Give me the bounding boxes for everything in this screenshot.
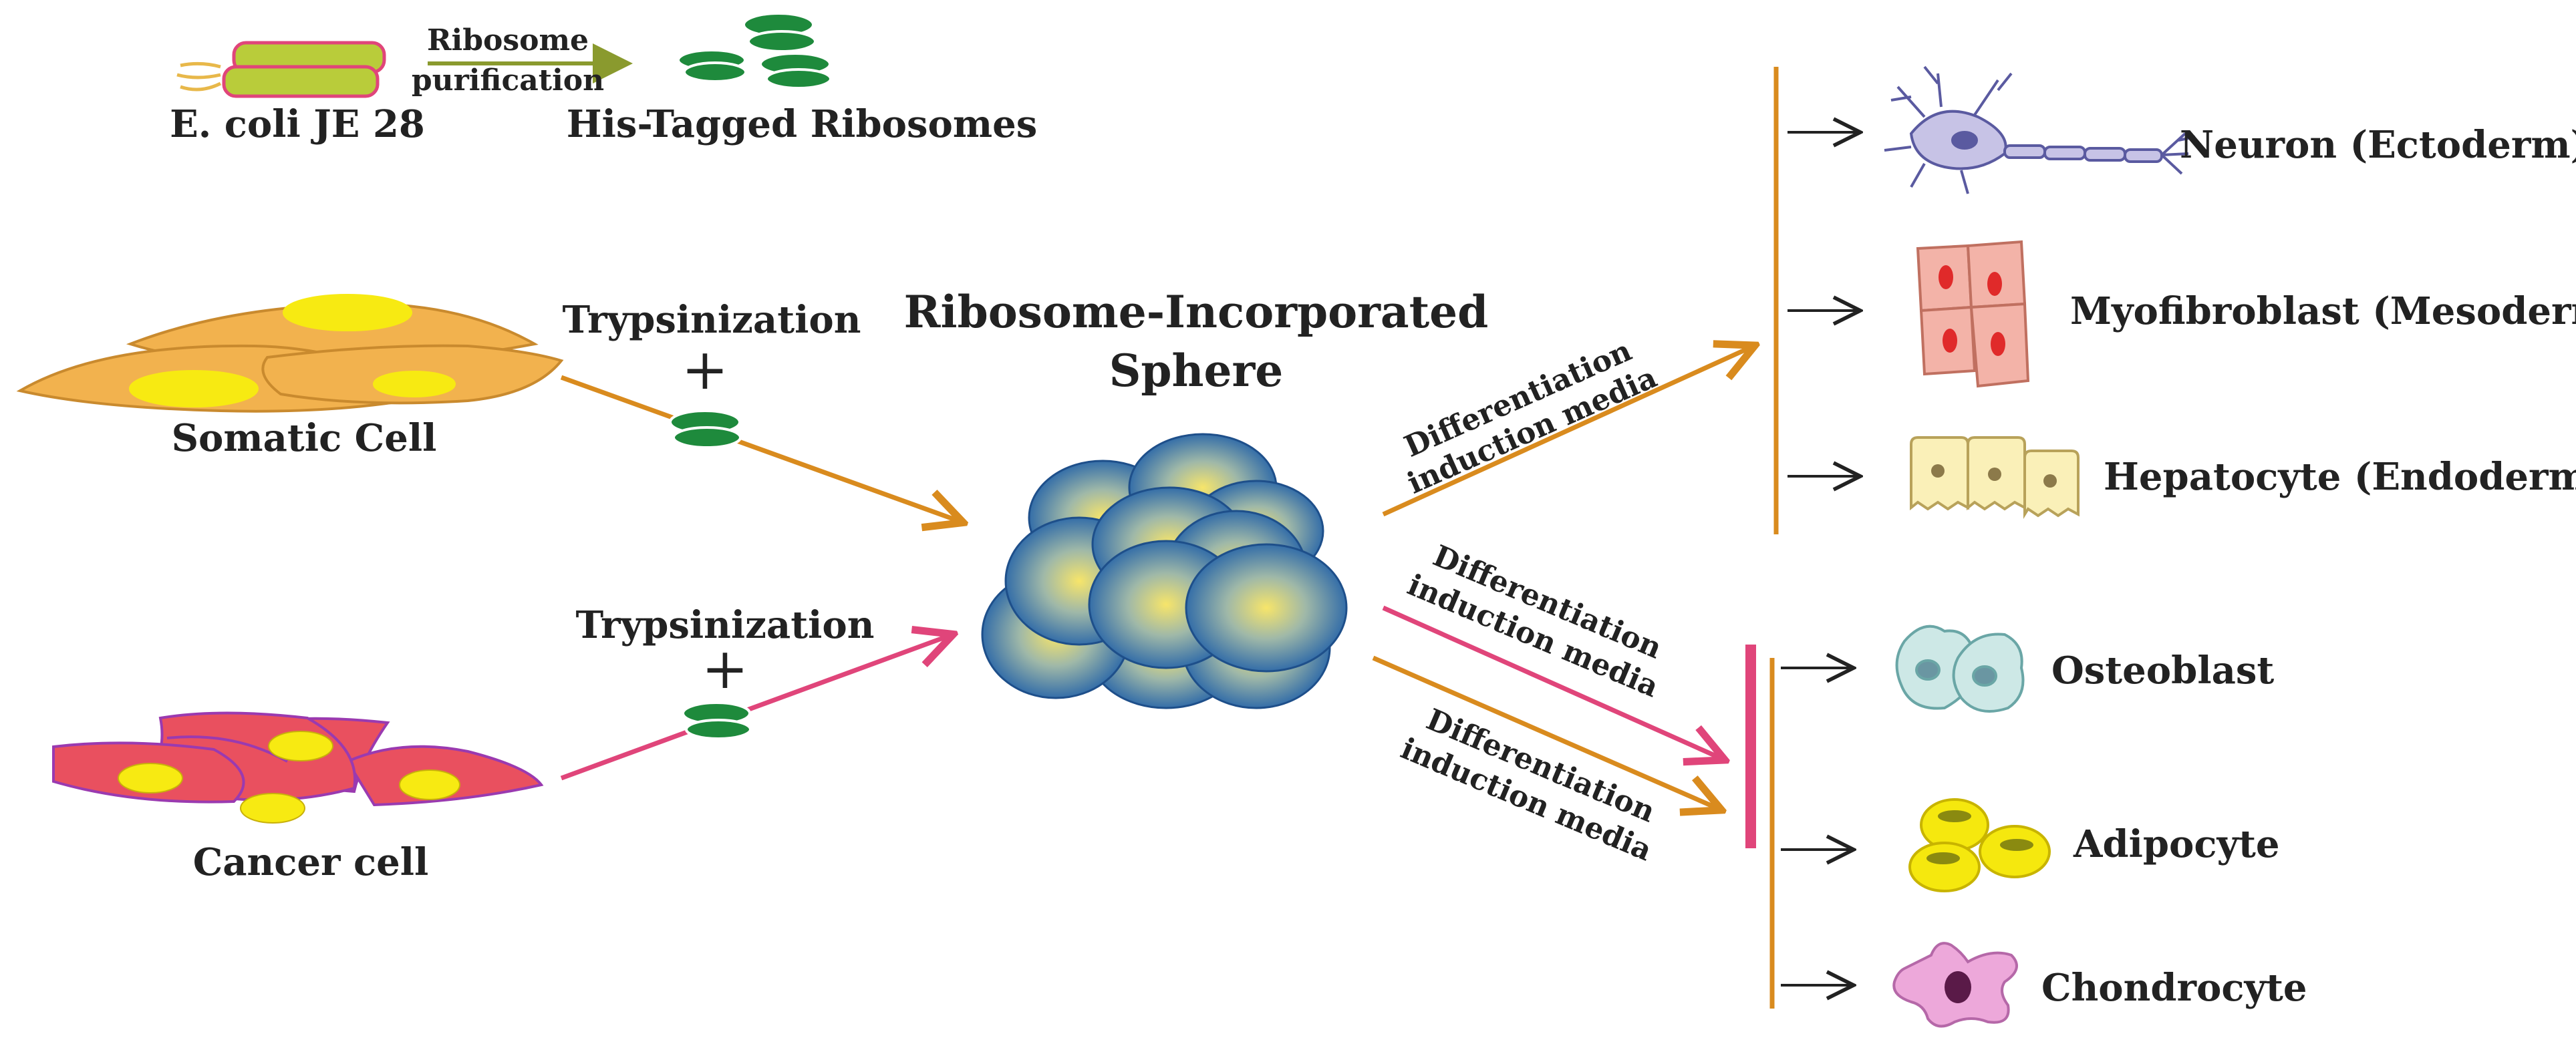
sphere-title-line2: Sphere xyxy=(1109,345,1284,397)
purification-label-line2: purification xyxy=(412,63,604,98)
plus-somatic: + xyxy=(682,337,728,402)
ecoli-label: E. coli JE 28 xyxy=(170,102,425,146)
ribosome-incorporated-sphere-icon xyxy=(981,433,1348,709)
purification-label-line1: Ribosome xyxy=(427,23,589,57)
diff-arrow-mesenchymal-cancer xyxy=(1382,605,1721,758)
trypsinization-somatic-label: Trypsinization xyxy=(563,298,861,342)
adipocyte-icon xyxy=(1908,798,2051,892)
his-tagged-ribosomes-icon xyxy=(677,12,832,90)
diff-arrow-mesenchymal-somatic xyxy=(1372,655,1717,808)
osteoblast-label: Osteoblast xyxy=(2051,649,2274,693)
somatic-cell-label: Somatic Cell xyxy=(172,416,437,460)
plus-cancer: + xyxy=(702,636,748,701)
somatic-to-sphere-arrow xyxy=(560,375,959,521)
ribosome-icon-cancer xyxy=(682,701,752,740)
chondrocyte-label: Chondrocyte xyxy=(2041,966,2307,1010)
neuron-label: Neuron (Ectoderm) xyxy=(2180,123,2576,167)
cancer-cell-icon xyxy=(52,711,544,824)
trypsinization-cancer-label: Trypsinization xyxy=(576,603,875,647)
myofibroblast-icon xyxy=(1916,240,2030,388)
osteoblast-icon xyxy=(1895,625,2025,713)
adipocyte-label: Adipocyte xyxy=(2073,822,2280,866)
sphere-title-line1: Ribosome-Incorporated xyxy=(904,286,1489,338)
somatic-cell-icon xyxy=(16,294,564,413)
neuron-icon xyxy=(1884,65,2196,194)
cancer-cell-label: Cancer cell xyxy=(193,840,429,884)
diff-arrow-germ-layers xyxy=(1382,347,1751,517)
ecoli-icon xyxy=(176,41,386,98)
chondrocyte-icon xyxy=(1892,942,2018,1028)
myofibroblast-label: Myofibroblast (Mesoderm) xyxy=(2070,289,2576,333)
cancer-to-sphere-arrow xyxy=(560,636,949,781)
hepatocyte-label: Hepatocyte (Endoderm) xyxy=(2104,455,2576,499)
his-tagged-label: His-Tagged Ribosomes xyxy=(567,102,1037,146)
ribosome-icon-somatic xyxy=(669,409,742,449)
hepatocyte-icon xyxy=(1910,436,2080,519)
